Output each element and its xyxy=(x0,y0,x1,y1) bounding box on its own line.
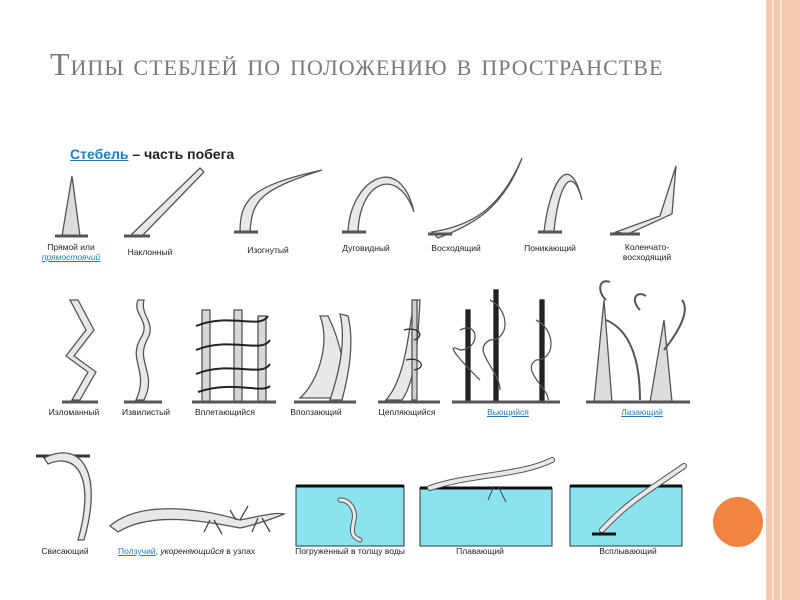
label-geniculate-line2: восходящий xyxy=(622,252,672,262)
floating-water xyxy=(419,487,553,547)
label-creeping-link[interactable]: Ползучий xyxy=(118,546,156,556)
label-sinuous: Извилистый xyxy=(122,407,170,417)
stem-link[interactable]: Стебель xyxy=(70,146,129,162)
label-creeping-sep: , xyxy=(155,546,161,556)
label-ascending: Восходящий xyxy=(431,243,481,253)
arched-stem-drawing xyxy=(347,176,415,233)
label-upright-link[interactable]: прямостоячий xyxy=(41,252,101,262)
hanging-stem-drawing xyxy=(43,452,92,541)
climbing-stem-drawing xyxy=(593,299,613,403)
decorative-orange-circle xyxy=(713,497,763,547)
label-twining-link[interactable]: Вьющийся xyxy=(487,407,529,417)
label-upright: Прямой или прямостоячий xyxy=(36,242,106,262)
sinuous-stem-drawing xyxy=(134,299,151,401)
label-hanging: Свисающий xyxy=(41,546,89,556)
broken-stem-drawing xyxy=(65,299,97,401)
surfacing-water xyxy=(569,485,683,547)
label-surfacing: Всплывающий xyxy=(599,546,657,556)
label-creeping: Ползучий, укореняющийся в узлах xyxy=(118,546,255,556)
label-broken: Изломанный xyxy=(48,407,100,417)
geniculate-stem-drawing xyxy=(613,165,677,235)
border-stripe xyxy=(780,0,782,600)
creeping-stem-drawing xyxy=(108,508,287,533)
slide-side-border xyxy=(766,0,800,600)
ascending-stem-drawing xyxy=(430,157,523,239)
label-submerged: Погруженный в толщу воды xyxy=(295,546,405,556)
label-creeping-up: Вползающий xyxy=(290,407,342,417)
label-clinging: Цепляющийся xyxy=(378,407,436,417)
label-inclined: Наклонный xyxy=(127,247,173,257)
label-creeping-rooting: укореняющийся xyxy=(160,546,224,556)
label-floating: Плавающий xyxy=(456,546,504,556)
label-upright-line1: Прямой или xyxy=(47,242,95,252)
label-drooping: Поникающий xyxy=(524,243,576,253)
upright-stem-drawing xyxy=(61,175,81,237)
inclined-stem-drawing xyxy=(128,167,205,237)
heading-rest: – часть побега xyxy=(128,146,235,162)
slide-title: Типы стеблей по положению в пространстве xyxy=(50,46,664,82)
label-creeping-nodes: в узлах xyxy=(223,546,256,556)
twining-support xyxy=(465,309,471,403)
label-geniculate: Коленчато- восходящий xyxy=(612,242,682,262)
bent-stem-drawing xyxy=(239,169,323,233)
water-illustrations xyxy=(295,457,687,547)
label-interweaving: Вплетающийся xyxy=(195,407,255,417)
figure-heading: Стебель – часть побега xyxy=(70,146,234,162)
label-bent: Изогнутый xyxy=(247,245,289,255)
submerged-water xyxy=(295,485,405,547)
label-arched: Дуговидный xyxy=(342,243,390,253)
border-stripe xyxy=(772,0,774,600)
label-geniculate-line1: Коленчато- xyxy=(624,242,670,252)
label-climbing-link[interactable]: Лазающий xyxy=(621,407,663,417)
drooping-stem-drawing xyxy=(543,173,583,233)
